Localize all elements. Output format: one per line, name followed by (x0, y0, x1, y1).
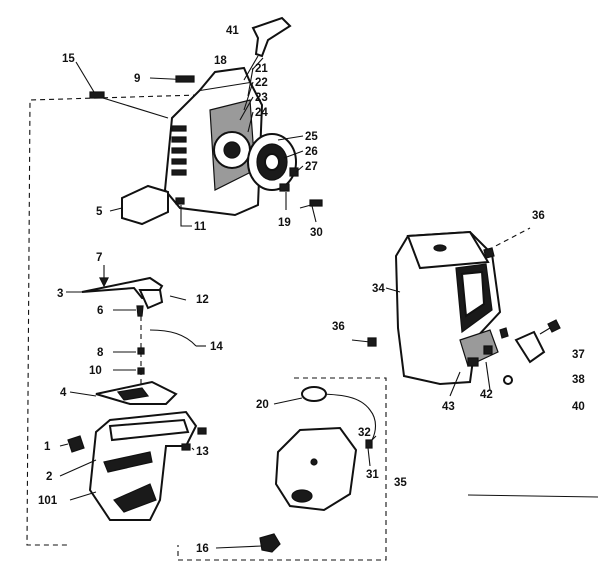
screw-30 (309, 199, 323, 207)
part-label-41: 41 (226, 25, 239, 37)
part-label-36-top: 36 (532, 210, 545, 222)
engine-leaders (75, 57, 317, 227)
part-label-25: 25 (305, 131, 318, 143)
part-label-18: 18 (214, 55, 227, 67)
fuel-dashed-line (177, 377, 387, 561)
part-label-8: 8 (97, 347, 104, 359)
fuel-line (313, 393, 377, 441)
part-label-22: 22 (255, 77, 268, 89)
nut-19 (279, 183, 290, 192)
part-label-24: 24 (255, 107, 268, 119)
stop-switch (67, 435, 85, 453)
part-label-12: 12 (196, 294, 209, 306)
part-label-15: 15 (62, 53, 75, 65)
throttle-cable (149, 329, 197, 347)
tank-neck (291, 489, 313, 503)
part-label-21: 21 (255, 63, 268, 75)
part-label-38: 38 (572, 374, 585, 386)
part-label-10: 10 (89, 365, 102, 377)
part-label-34: 34 (372, 283, 385, 295)
screw-27 (289, 167, 299, 177)
fuel-cap (259, 533, 281, 553)
screw-13 (181, 443, 191, 451)
screw-37 (547, 319, 561, 333)
engine-assembly (26, 16, 323, 546)
part-label-9: 9 (134, 73, 140, 85)
part-label-27: 27 (305, 161, 318, 173)
starter-handle (251, 16, 292, 58)
part-6 (136, 305, 144, 317)
handle-leaders (59, 291, 206, 501)
part-label-31: 31 (366, 469, 379, 481)
part-label-13: 13 (196, 446, 209, 458)
knob (514, 330, 546, 364)
fuel-tank-assembly (177, 377, 387, 561)
part-label-2: 2 (46, 471, 52, 483)
part-label-20: 20 (256, 399, 269, 411)
part-label-30: 30 (310, 227, 323, 239)
screw-9 (175, 75, 195, 83)
part-label-35: 35 (394, 477, 407, 489)
screw-36-side (367, 337, 377, 347)
part-label-23: 23 (255, 92, 268, 104)
part-label-3: 3 (57, 288, 63, 300)
engine-cover-assembly (351, 227, 561, 386)
fuel-filter (301, 386, 327, 402)
part-label-32: 32 (358, 427, 371, 439)
part-label-101: 101 (38, 495, 58, 507)
part-label-40: 40 (572, 401, 585, 413)
baseline-rule (467, 494, 599, 498)
grommet-31 (365, 439, 373, 449)
washer-40 (503, 375, 513, 385)
starter-rope (243, 55, 259, 81)
part-label-4: 4 (60, 387, 67, 399)
cooling-fins (171, 125, 187, 176)
fuel-leaders (215, 397, 377, 549)
screw-36-top-axis (487, 227, 531, 251)
part-label-26: 26 (305, 146, 318, 158)
cover-bracket (459, 329, 499, 367)
cover-leaders (385, 287, 491, 397)
part-label-16: 16 (196, 543, 209, 555)
handle-assembly (67, 265, 207, 521)
part-label-6: 6 (97, 305, 103, 317)
assembly-dashed-line (26, 94, 199, 546)
part-label-37: 37 (572, 349, 585, 361)
part-label-19: 19 (278, 217, 291, 229)
screw-36-top (483, 247, 495, 259)
part-label-7: 7 (96, 252, 102, 264)
part-label-36-side: 36 (332, 321, 345, 333)
part-label-14: 14 (210, 341, 223, 353)
part-number-labels: 41 18 9 15 21 22 23 24 25 26 27 5 11 19 … (38, 25, 585, 555)
part-label-43: 43 (442, 401, 455, 413)
part-label-5: 5 (96, 206, 103, 218)
part-label-42: 42 (480, 389, 493, 401)
part-11 (175, 197, 185, 205)
part-label-1: 1 (44, 441, 51, 453)
air-filter (121, 184, 169, 226)
fuel-tank (274, 426, 358, 512)
part-label-11: 11 (194, 221, 207, 233)
